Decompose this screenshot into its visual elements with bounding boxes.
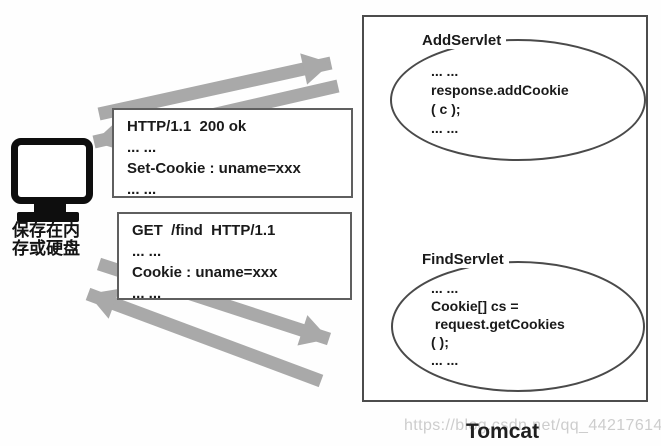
request-cookie-line: Cookie : uname=xxx bbox=[132, 264, 278, 281]
client-caption: 保存在内 存或硬盘 bbox=[12, 221, 80, 258]
addservlet-label: AddServlet bbox=[420, 32, 507, 49]
findservlet-label: FindServlet bbox=[420, 251, 509, 268]
findservlet-code-line: ... ... bbox=[431, 280, 459, 296]
response-ellipsis-line: ... ... bbox=[127, 181, 157, 198]
response-ellipsis-line: ... ... bbox=[127, 139, 157, 156]
response-set-cookie-line: Set-Cookie : uname=xxx bbox=[127, 160, 301, 177]
addservlet-code-line: ... ... bbox=[431, 120, 459, 136]
request-ellipsis-line: ... ... bbox=[132, 285, 162, 302]
arrow-request-to-addservlet bbox=[97, 53, 333, 121]
response-status-line: HTTP/1.1 200 ok bbox=[127, 118, 247, 135]
addservlet-code-line: response.addCookie bbox=[431, 82, 569, 98]
findservlet-code-line: request.getCookies bbox=[431, 316, 565, 332]
http-response-box: HTTP/1.1 200 ok ... ... Set-Cookie : una… bbox=[112, 108, 353, 198]
addservlet-code: ... ... response.addCookie ( c ); ... ..… bbox=[431, 62, 569, 138]
monitor-base-icon bbox=[17, 212, 79, 222]
addservlet-code-line: ... ... bbox=[431, 63, 459, 79]
tomcat-title: Tomcat bbox=[465, 420, 540, 443]
addservlet-code-line: ( c ); bbox=[431, 101, 461, 117]
http-request-box: GET /find HTTP/1.1 ... ... Cookie : unam… bbox=[117, 212, 352, 302]
request-line: GET /find HTTP/1.1 bbox=[132, 222, 276, 239]
watermark-url: https://blog.csdn.net/qq_44217614 bbox=[404, 417, 661, 434]
addservlet-ellipse bbox=[390, 39, 646, 161]
request-ellipsis-line: ... ... bbox=[132, 243, 162, 260]
arrow-response-to-client bbox=[85, 287, 324, 388]
findservlet-ellipse bbox=[391, 261, 645, 392]
findservlet-code-line: ... ... bbox=[431, 352, 459, 368]
findservlet-code-line: Cookie[] cs = bbox=[431, 298, 519, 314]
monitor-stand-icon bbox=[34, 204, 66, 213]
computer-monitor-icon bbox=[11, 138, 93, 204]
findservlet-code: ... ... Cookie[] cs = request.getCookies… bbox=[431, 279, 565, 369]
findservlet-code-line: ( ); bbox=[431, 334, 449, 350]
